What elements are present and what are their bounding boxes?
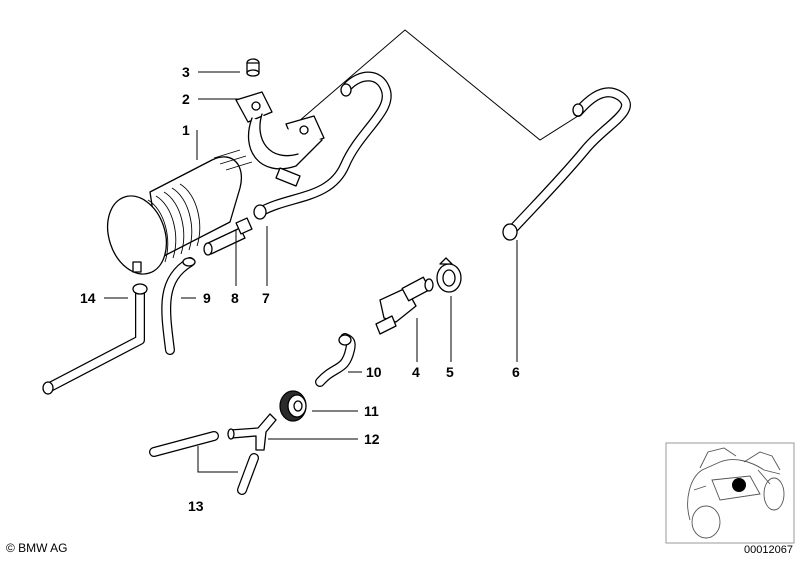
callout-11: 11: [364, 403, 379, 419]
callout-labels: 3 2 1 14 9 8 7 4 5 6 10 11 12 13: [80, 64, 520, 514]
callout-8: 8: [231, 290, 239, 306]
reference-line: [297, 29, 579, 141]
part-8-connector: [203, 217, 253, 256]
callout-1: 1: [182, 122, 190, 138]
part-12-y-connector: [227, 413, 277, 451]
part-11-grommet: [279, 390, 307, 422]
part-5-clamp: [436, 257, 462, 293]
motorcycle-outline-icon: [687, 447, 785, 539]
part-7-hose: [253, 71, 392, 220]
part-10-hose: [315, 333, 356, 387]
part-9-hose: [161, 257, 196, 355]
part-13-hoses: [149, 431, 259, 495]
document-number: 00012067: [744, 544, 793, 556]
part-14-pipe: [42, 283, 148, 395]
callout-5: 5: [446, 364, 454, 380]
inset-locator: 00012067: [665, 442, 795, 556]
callout-14: 14: [80, 290, 96, 306]
copyright-footer: © BMW AG: [6, 541, 68, 555]
leader-lines: [104, 71, 518, 473]
part-6-hose: [502, 87, 631, 241]
callout-2: 2: [182, 91, 190, 107]
callout-7: 7: [262, 290, 270, 306]
callout-3: 3: [182, 64, 190, 80]
callout-4: 4: [412, 364, 420, 380]
callout-9: 9: [203, 290, 211, 306]
part-1-canister: [106, 149, 253, 275]
part-3-buffer: [246, 58, 260, 77]
part-4-valve: [375, 276, 434, 335]
callout-12: 12: [364, 431, 380, 447]
location-dot-icon: [732, 478, 746, 492]
callout-13: 13: [188, 498, 204, 514]
callout-6: 6: [512, 364, 520, 380]
part-2-bracket: [235, 91, 325, 187]
callout-10: 10: [366, 364, 382, 380]
